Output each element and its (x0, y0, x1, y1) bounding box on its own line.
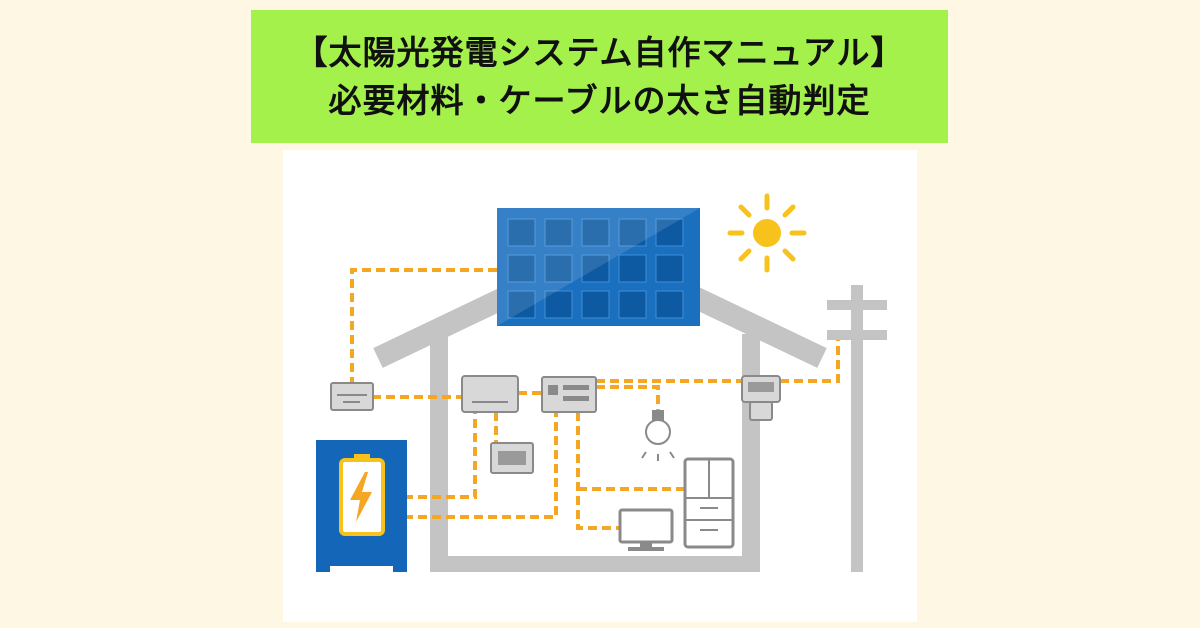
inverter-icon (461, 375, 519, 413)
wiring (350, 268, 840, 530)
sun-icon (727, 193, 807, 273)
distribution-board-icon (541, 376, 597, 413)
utility-pole-icon (827, 285, 887, 572)
title-banner: 【太陽光発電システム自作マニュアル】 必要材料・ケーブルの太さ自動判定 (251, 10, 948, 143)
refrigerator-icon (683, 457, 735, 549)
computer-icon (618, 508, 674, 551)
solar-system-illustration (283, 150, 917, 622)
page-title-line-1: 【太陽光発電システム自作マニュアル】 (294, 32, 905, 72)
battery-icon (316, 440, 407, 572)
page-title-line-2: 必要材料・ケーブルの太さ自動判定 (328, 80, 871, 120)
charge-controller-icon (330, 382, 374, 411)
light-bulb-icon (641, 410, 675, 461)
monitor-icon (490, 442, 534, 474)
power-meter-icon (741, 375, 781, 421)
solar-panel-icon (497, 208, 700, 326)
